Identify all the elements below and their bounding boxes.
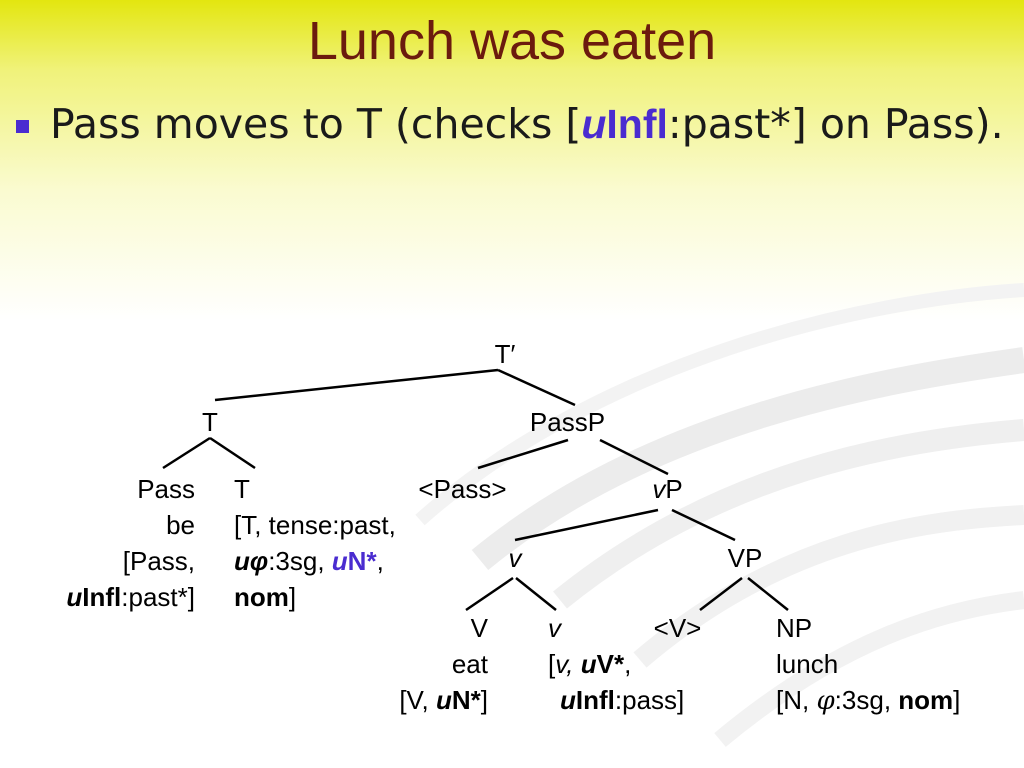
V-line1: V: [470, 613, 488, 643]
t-line2: [T, tense:past,: [234, 510, 396, 540]
v2-line3: uInfl:pass]: [560, 685, 685, 715]
node-pass-trace: <Pass>: [418, 474, 507, 504]
t-line3: uφ:3sg, uN*,: [234, 546, 384, 576]
branch-passp-trace: [477, 438, 569, 470]
np-line2: lunch: [776, 649, 839, 679]
np-line1: NP: [776, 613, 813, 643]
v2-line1: v: [548, 613, 561, 643]
branch-vp-vp: [671, 508, 736, 542]
node-vp-little: vP: [652, 474, 683, 504]
branch-vp-v: [514, 508, 659, 542]
t-line1: T: [234, 474, 250, 504]
node-t: T: [202, 407, 218, 437]
branch-v-v: [515, 577, 557, 611]
bullet-feature: uInfl: [581, 101, 668, 147]
bullet-text-pre: Pass moves to T (checks [: [50, 100, 582, 148]
branch-VP-np: [747, 577, 789, 611]
branch-tbar-passp: [497, 368, 576, 407]
node-v-head: v [v, uV*, uInfl:pass]: [548, 610, 733, 718]
branch-t-pass: [162, 436, 211, 470]
pass-line4: uInfl:past*]: [66, 582, 195, 612]
node-vp: VP: [727, 543, 763, 573]
V-line3: [V, uN*]: [399, 685, 488, 715]
np-line3: [N, φ:3sg, nom]: [776, 685, 961, 716]
node-V: V eat [V, uN*]: [340, 610, 488, 718]
pass-line1: Pass: [137, 474, 195, 504]
pass-line3: [Pass,: [122, 546, 195, 576]
pass-line2: be: [166, 510, 195, 540]
bullet-feature-name: Infl: [606, 101, 668, 147]
slide-title: Lunch was eaten: [307, 11, 717, 71]
bullet-feature-u: u: [581, 101, 607, 147]
node-v-little: v: [508, 543, 522, 573]
branch-t-t: [209, 436, 256, 470]
bullet-text: Pass moves to T (checks [uInfl:past*] on…: [50, 100, 1010, 148]
node-t-head: T [T, tense:past, uφ:3sg, uN*, nom]: [234, 471, 474, 615]
branch-passp-vp: [599, 438, 669, 476]
t-line4: nom]: [234, 582, 297, 612]
v2-line2: [v, uV*,: [548, 649, 632, 679]
branch-tbar-t: [214, 368, 499, 402]
node-np: NP lunch [N, φ:3sg, nom]: [776, 610, 1016, 719]
node-t-bar: T′: [494, 339, 516, 369]
V-line2: eat: [451, 649, 488, 679]
branch-v-V: [465, 576, 514, 612]
square-bullet-icon: [16, 120, 29, 133]
node-passp: PassP: [529, 407, 606, 437]
bullet-text-post: :past*] on Pass).: [667, 100, 1004, 148]
branch-VP-trace: [699, 577, 743, 611]
node-V-trace: <V>: [653, 613, 702, 643]
node-pass: Pass be [Pass, uInfl:past*]: [10, 471, 195, 615]
